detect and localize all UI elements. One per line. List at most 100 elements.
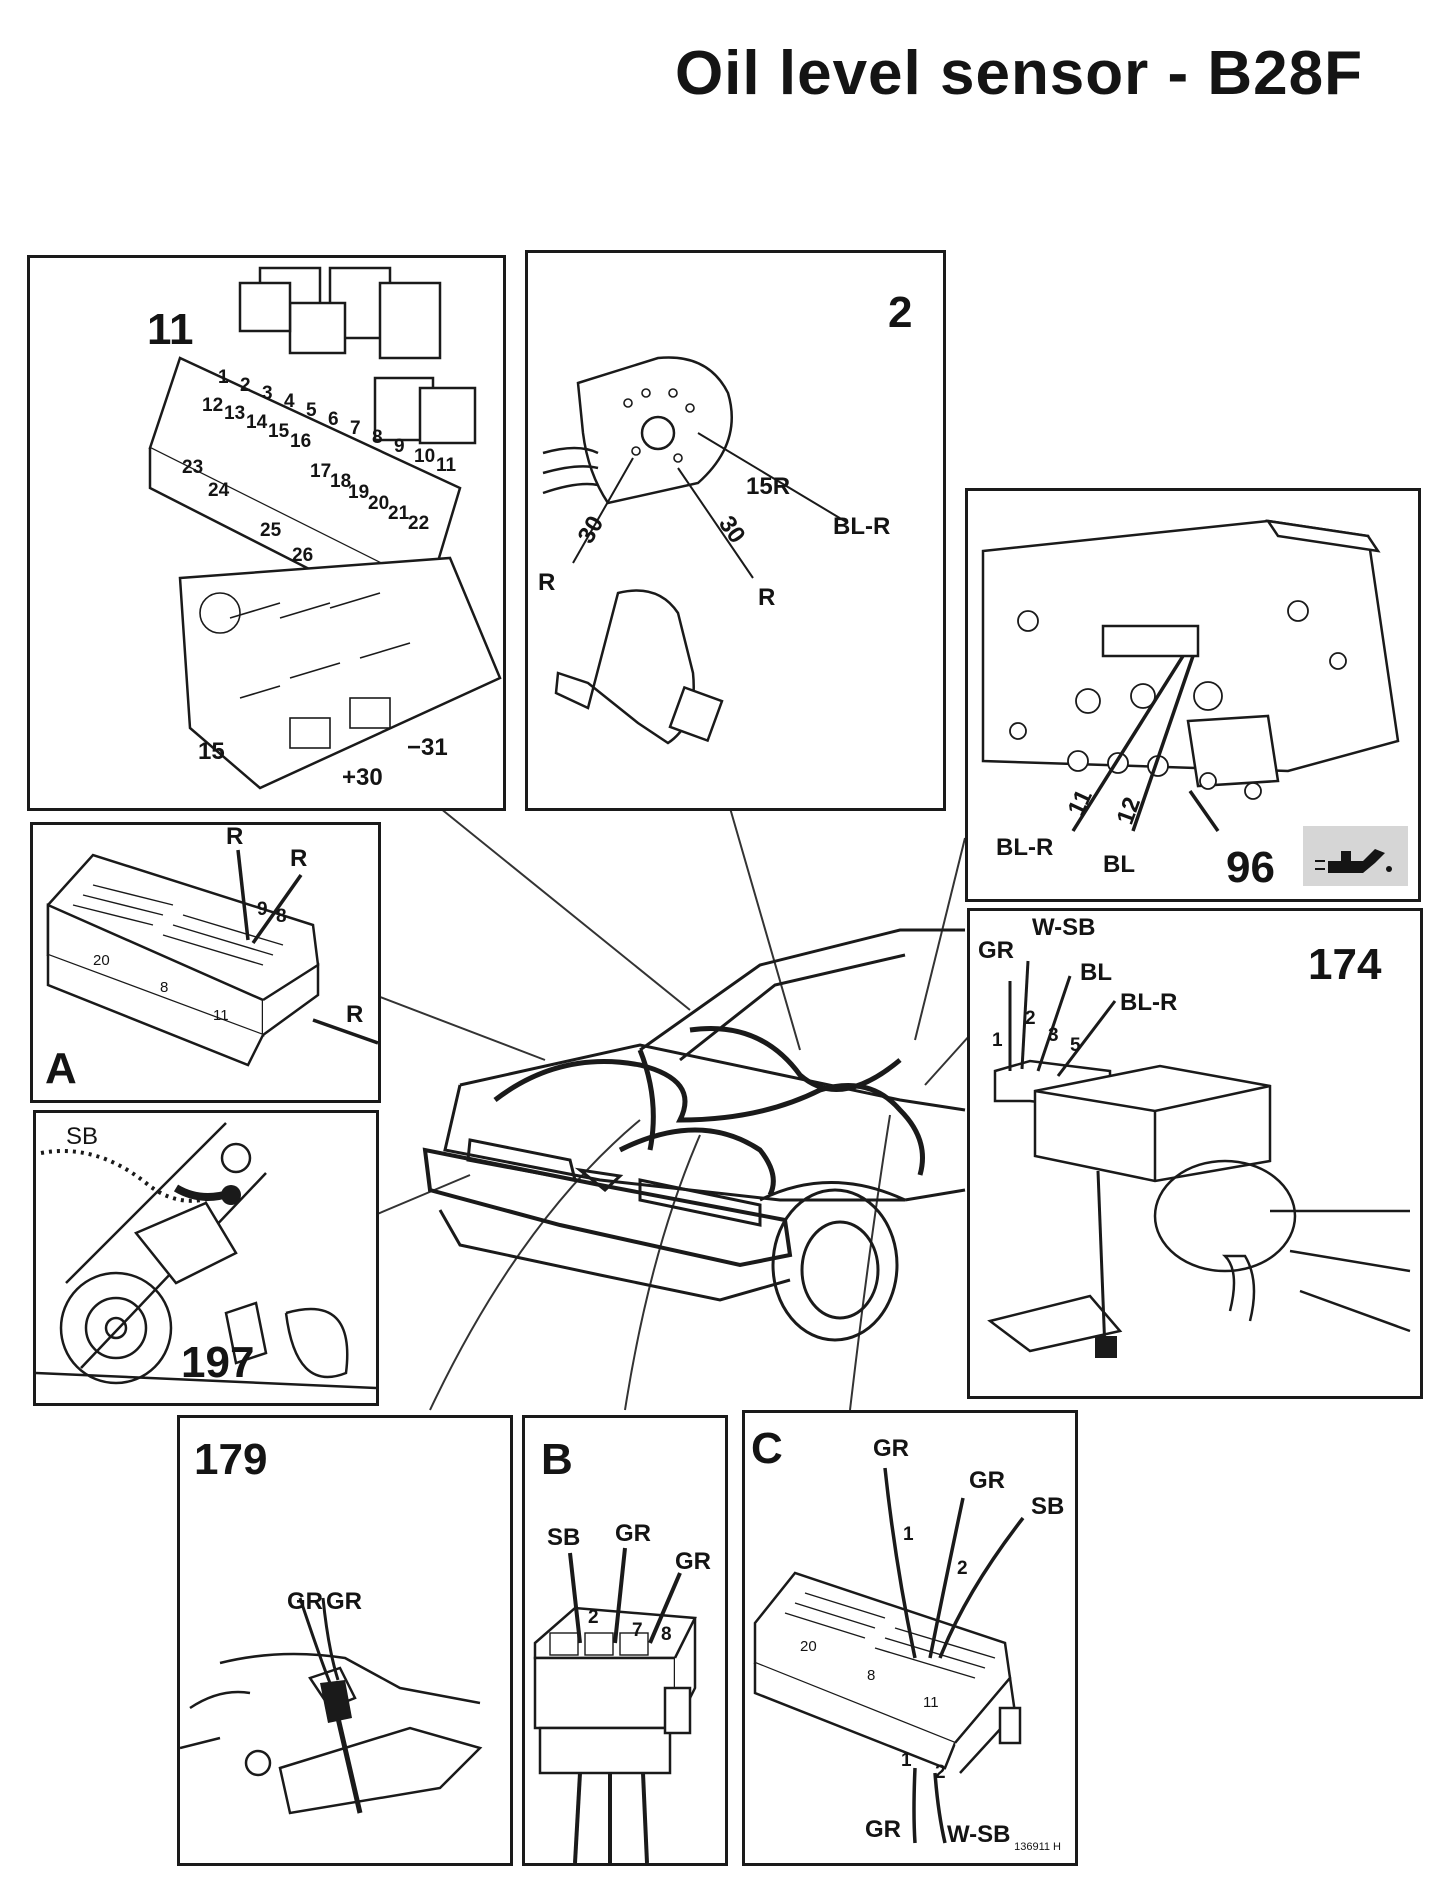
page-title: Oil level sensor - B28F xyxy=(674,39,1363,108)
panel-179-id: 179 xyxy=(194,1435,268,1484)
pin-number: 1 xyxy=(992,1030,1003,1051)
fuse-number: 15 xyxy=(268,421,290,442)
panel-C-connector: C GR GR SB 1 2 20 8 11 1 2 GR W-SB xyxy=(742,1410,1078,1866)
fuse-number: 16 xyxy=(290,431,312,452)
wire-color-label: BL-R xyxy=(1120,989,1178,1016)
fuse-number: 11 xyxy=(436,455,457,476)
wire-color-label: GR xyxy=(873,1435,909,1462)
fuse-number: 20 xyxy=(368,493,390,514)
fuse-number: 2 xyxy=(240,375,251,396)
panel-197-id: 197 xyxy=(181,1338,255,1387)
pin-number: 2 xyxy=(588,1607,599,1628)
fuse-number: 8 xyxy=(372,427,383,448)
wire-color-label: R xyxy=(346,1001,364,1028)
wire-color-label: GR xyxy=(978,937,1014,964)
wire-color-label: SB xyxy=(66,1123,99,1150)
oil-level-sensor-drawing xyxy=(180,1597,483,1815)
fuse-number: 26 xyxy=(292,545,314,566)
fuse-number: 3 xyxy=(262,383,273,404)
wire-color-label: BL xyxy=(1103,851,1135,878)
panel-96-id: 96 xyxy=(1226,843,1275,892)
connector-B-drawing xyxy=(533,1547,697,1863)
connector-A-drawing xyxy=(46,849,378,1067)
wire-color-label: R xyxy=(538,569,556,596)
wire-color-label: BL xyxy=(1080,959,1112,986)
fuse-number: 23 xyxy=(182,457,204,478)
panel-179-oil-level-sensor: 179 GR GR xyxy=(177,1415,513,1866)
control-unit-drawing xyxy=(987,960,1411,1358)
pin-number: 20 xyxy=(93,952,110,969)
wire-color-label: SB xyxy=(547,1524,581,1551)
fuse-number: 18 xyxy=(330,471,352,492)
fuse-number: 12 xyxy=(202,395,224,416)
terminal-label: 15 xyxy=(198,738,225,765)
pin-number: 7 xyxy=(632,1620,643,1641)
pin-number: 2 xyxy=(935,1762,946,1783)
ignition-switch-drawing xyxy=(542,356,849,745)
pin-number: 3 xyxy=(1048,1025,1059,1046)
wire-color-label: GR xyxy=(969,1467,1005,1494)
fuse-number: 4 xyxy=(284,391,295,412)
wire-color-label: GR xyxy=(326,1588,362,1615)
engine-sensor-drawing xyxy=(36,1122,376,1390)
terminal-label: −31 xyxy=(407,734,448,761)
pin-number: 2 xyxy=(957,1558,968,1579)
fuse-number: 22 xyxy=(408,513,430,534)
fuse-number: 6 xyxy=(328,409,339,430)
panel-11-id: 11 xyxy=(147,305,194,354)
fuse-number: 24 xyxy=(208,480,230,501)
wire-color-label: GR xyxy=(615,1520,651,1547)
panel-A-connector: R R R 9 8 20 8 11 A xyxy=(30,822,381,1103)
panel-174-id: 174 xyxy=(1308,940,1382,989)
fuse-number: 5 xyxy=(306,400,317,421)
pin-number: 20 xyxy=(800,1638,817,1655)
pin-number: 5 xyxy=(1070,1035,1081,1056)
oil-can-icon xyxy=(1315,849,1392,873)
pin-number: 8 xyxy=(160,979,169,996)
pin-number: 2 xyxy=(1025,1008,1036,1029)
wire-color-label: GR xyxy=(287,1588,323,1615)
fuse-number: 9 xyxy=(394,436,405,457)
panel-A-id: A xyxy=(45,1044,77,1093)
instrument-cluster-drawing xyxy=(981,519,1408,886)
pin-number: 8 xyxy=(867,1667,876,1684)
figure-reference: 136911 H xyxy=(1014,1841,1061,1853)
fuse-number: 21 xyxy=(388,503,410,524)
wire-harness xyxy=(493,1025,925,1197)
fuse-number: 14 xyxy=(246,412,268,433)
fuse-number: 13 xyxy=(224,403,246,424)
wire-color-label: GR xyxy=(865,1816,901,1843)
wire-color-label: R xyxy=(290,845,308,872)
pin-number: 11 xyxy=(923,1694,939,1711)
wire-color-label: BL-R xyxy=(996,834,1054,861)
panel-96-instrument-cluster: 11 12 BL-R BL 96 xyxy=(965,488,1421,902)
pin-number: 1 xyxy=(903,1524,914,1545)
wire-color-label: GR xyxy=(675,1548,711,1575)
wire-color-label: R xyxy=(758,584,776,611)
wire-color-label: W-SB xyxy=(1032,914,1096,941)
pin-number: 9 xyxy=(257,899,268,920)
pin-number: 11 xyxy=(213,1007,229,1024)
pin-number: 1 xyxy=(901,1750,912,1771)
fuse-number: 7 xyxy=(350,418,361,439)
panel-2-id: 2 xyxy=(888,288,913,337)
car-body-outline xyxy=(422,928,966,1342)
wire-color-label: SB xyxy=(1031,1493,1065,1520)
fuse-number: 10 xyxy=(414,446,436,467)
pin-number: 8 xyxy=(276,906,287,927)
panel-C-id: C xyxy=(751,1424,783,1473)
fuse-box-drawing xyxy=(148,266,502,790)
wire-color-label: W-SB xyxy=(947,1821,1011,1848)
connector-C-drawing xyxy=(753,1467,1025,1844)
fuse-number: 1 xyxy=(218,367,229,388)
wire-color-label: BL-R xyxy=(833,513,891,540)
panel-2-ignition-switch: 2 30 30 15R BL-R R R xyxy=(525,250,946,811)
panel-B-id: B xyxy=(541,1435,573,1484)
terminal-label: +30 xyxy=(342,764,383,791)
wire-color-label: R xyxy=(226,823,244,850)
panel-11-fuse-box: 11 1 2 3 4 5 6 7 8 9 10 11 12 13 14 15 1… xyxy=(27,255,506,811)
panel-B-connector: B SB GR GR 2 7 8 xyxy=(522,1415,728,1866)
panel-197-engine-sensor: SB 197 xyxy=(33,1110,379,1406)
fuse-number: 17 xyxy=(310,461,332,482)
